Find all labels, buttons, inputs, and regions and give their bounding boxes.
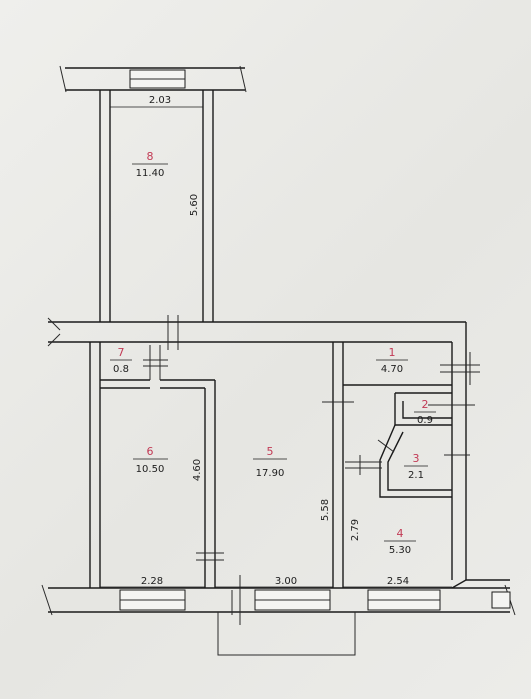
room-2-label: 2 0.9 [414,398,436,426]
svg-text:11.40: 11.40 [136,168,165,179]
dim-room5-depth: 5.58 [320,499,331,521]
room-7-label: 7 0.8 [110,346,132,375]
svg-text:4.70: 4.70 [381,364,403,375]
svg-text:2: 2 [422,398,429,411]
svg-text:3: 3 [413,452,420,465]
dim-room6-depth: 4.60 [192,459,203,481]
svg-text:2.1: 2.1 [408,470,424,481]
svg-text:10.50: 10.50 [136,464,165,475]
window-corner [491,591,511,609]
dim-room4-depth: 2.79 [350,519,361,541]
dim-top-width: 2.03 [149,95,171,106]
room-4-label: 4 5.30 [384,527,416,556]
svg-text:8: 8 [147,150,154,163]
balcony-bottom [217,612,356,656]
room-6-label: 6 10.50 [133,445,168,475]
dim-bottom-right: 2.54 [387,576,409,587]
svg-text:6: 6 [147,445,154,458]
bottom-windows [119,589,511,656]
svg-text:0.9: 0.9 [417,415,433,426]
room-3-label: 3 2.1 [404,452,428,481]
svg-text:17.90: 17.90 [256,468,285,479]
room-labels: 8 11.40 7 0.8 6 10.50 5 17.90 1 4.70 2 0… [110,150,436,556]
room-8-walls [59,65,247,322]
room-1-label: 1 4.70 [376,346,408,375]
dim-bottom-middle: 3.00 [275,576,297,587]
outer-walls [41,317,516,616]
svg-text:5.30: 5.30 [389,545,411,556]
dim-balcony-length: 5.60 [189,194,200,216]
room-8-label: 8 11.40 [132,150,168,179]
svg-text:1: 1 [389,346,396,359]
svg-text:0.8: 0.8 [113,364,129,375]
svg-text:4: 4 [397,527,404,540]
interior-walls [100,315,480,625]
dimension-labels: 2.03 5.60 4.60 5.58 2.79 2.28 3.00 2.54 [100,95,452,588]
dim-bottom-left: 2.28 [141,576,163,587]
svg-text:7: 7 [118,346,125,359]
svg-text:5: 5 [267,445,274,458]
room-5-label: 5 17.90 [253,445,287,479]
